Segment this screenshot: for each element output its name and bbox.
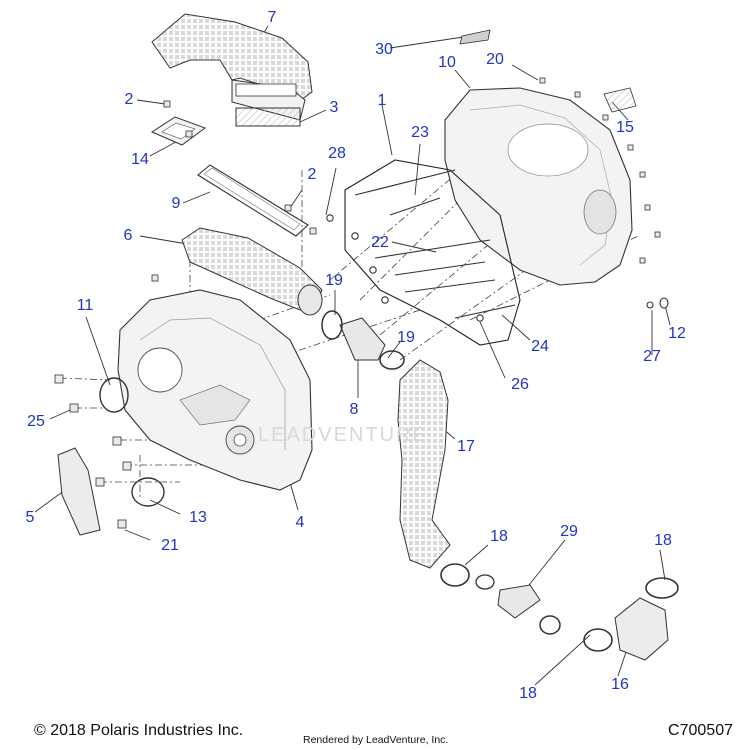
callout-1: 1 [377,92,387,109]
callout-19-lower: 19 [397,329,415,346]
callout-23: 23 [411,124,429,141]
callout-7: 7 [267,9,277,26]
part-19-clamp-lower [379,350,405,370]
part-15-decal [603,87,637,113]
diagram-code: C700507 [668,722,733,739]
fastener-group [54,77,661,529]
part-10-outer-cover [444,87,633,286]
callout-2-top: 2 [124,91,134,108]
callout-28: 28 [328,145,346,162]
part-18-clamp-a [440,563,470,587]
part-19-clamp-upper [321,310,343,340]
callout-22: 22 [371,234,389,251]
callout-12: 12 [668,325,686,342]
callout-21: 21 [161,537,179,554]
callout-18-lower: 18 [519,685,537,702]
leader-lines [34,25,671,686]
rendered-by-text: Rendered by LeadVenture, Inc. [303,734,449,746]
callout-10: 10 [438,54,456,71]
part-18-clamp-b [539,615,561,635]
callout-4: 4 [295,514,305,531]
callout-17: 17 [457,438,475,455]
callout-15: 15 [616,119,634,136]
callout-29: 29 [560,523,578,540]
copyright-text: © 2018 Polaris Industries Inc. [34,722,244,739]
part-5-bracket [57,447,101,536]
bolt-group [326,169,669,322]
callout-20: 20 [486,51,504,68]
part-6-airbox [181,227,323,316]
callout-30: 30 [375,41,393,58]
callout-24: 24 [531,338,549,355]
watermark: LEADVENTURE [258,424,428,446]
part-16-elbow [614,597,669,661]
part-29-coupler [497,584,541,619]
callout-9: 9 [171,195,181,212]
callout-26: 26 [511,376,529,393]
callout-2-mid: 2 [307,166,317,183]
callout-6: 6 [123,227,133,244]
part-1-gasket [344,159,521,346]
part-7-intake-duct [151,13,313,121]
part-9-seal [197,164,309,237]
callout-13: 13 [189,509,207,526]
callout-19-upper: 19 [325,272,343,289]
part-14-gasket [150,116,207,146]
part-4-inner-housing [117,289,313,491]
part-3-filter [235,107,301,127]
callout-3: 3 [329,99,339,116]
part-29-clamp [475,574,495,590]
callout-14: 14 [131,151,149,168]
callout-18-upper: 18 [490,528,508,545]
part-8-coupler [339,317,386,361]
callout-27: 27 [643,348,661,365]
callout-8: 8 [349,401,359,418]
part-18-clamp-d [645,577,679,599]
callout-25: 25 [27,413,45,430]
callout-18-right: 18 [654,532,672,549]
callout-11: 11 [76,297,94,314]
callout-16: 16 [611,676,629,693]
part-13-o-ring [131,477,165,507]
part-18-clamp-c [583,628,613,652]
part-11-o-ring [99,377,129,413]
part-30-decal [459,29,491,45]
callout-5: 5 [25,509,35,526]
part-17-outlet-duct [397,359,451,569]
